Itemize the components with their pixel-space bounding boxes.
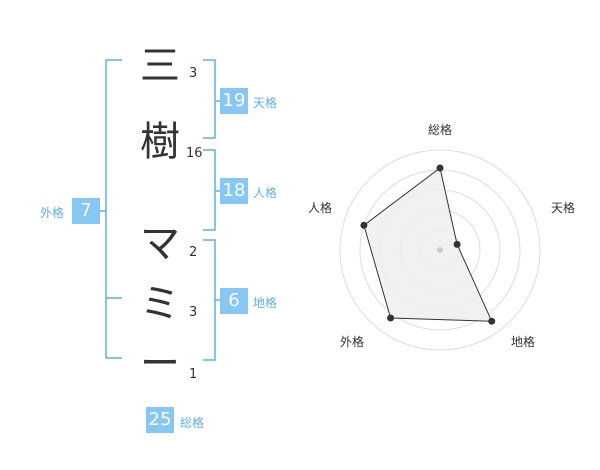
name-char-3: マ [140,221,180,267]
name-char-2: 樹 [140,119,180,165]
stroke-count-5: 1 [189,367,198,382]
name-char-1: 三 [140,43,180,89]
radar-axis-label-chikaku: 地格 [511,335,536,349]
radar-ring-5 [339,149,541,351]
radar-point-2 [453,240,461,248]
gaikaku-value-badge: 7 [72,198,100,224]
chikaku-label: 地格 [253,296,278,310]
chikaku-bracket [203,239,216,361]
jinkaku-bracket [203,149,216,231]
tenkaku-label: 天格 [253,96,278,110]
radar-series-polygon [363,167,493,322]
stroke-count-2: 16 [186,146,203,161]
radar-axis-label-tenkaku: 天格 [551,201,576,215]
radar-point-1 [436,164,444,172]
stroke-count-1: 3 [189,66,198,81]
radar-chart [339,149,541,351]
stroke-count-3: 2 [189,245,198,260]
gaikaku-label: 外格 [40,206,65,220]
tenkaku-bracket [203,59,216,139]
soukaku-value-badge: 25 [146,407,174,433]
jinkaku-label: 人格 [253,186,278,200]
bracket-lines [100,59,220,361]
jinkaku-value-badge: 18 [220,178,248,204]
radar-point-3 [488,317,496,325]
stroke-count-4: 3 [189,305,198,320]
radar-point-5 [360,221,368,229]
radar-axis-label-gaikaku: 外格 [340,335,365,349]
tenkaku-value-badge: 19 [220,88,248,114]
name-char-4: ミ [140,281,180,327]
radar-axis-label-jinkaku: 人格 [308,201,333,215]
outer-bracket [105,59,122,359]
radar-axis-label-soukaku: 総格 [428,123,453,137]
radar-center-dot [437,247,443,253]
name-char-5: ー [140,341,180,387]
radar-point-4 [387,314,395,322]
chikaku-value-badge: 6 [220,288,248,314]
soukaku-label: 総格 [180,416,205,430]
